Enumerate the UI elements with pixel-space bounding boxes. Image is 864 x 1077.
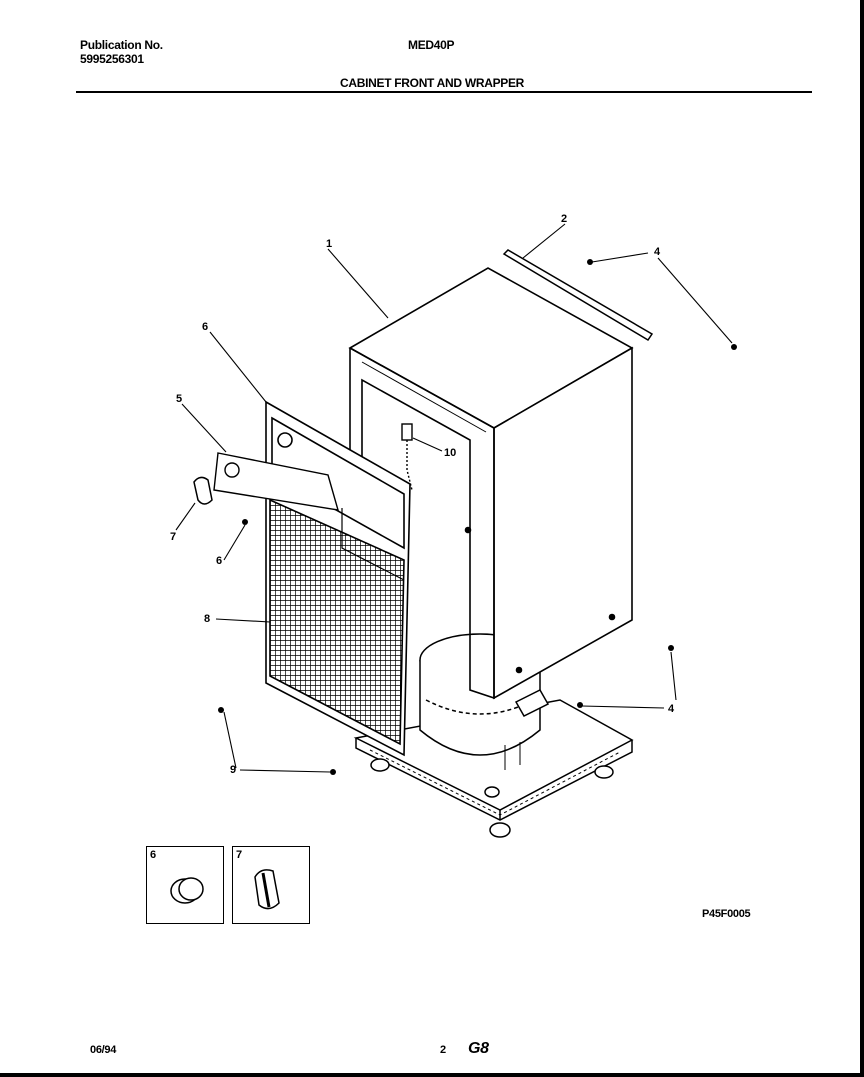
callout-7: 7 bbox=[170, 531, 176, 543]
screws bbox=[218, 259, 737, 775]
footer-date: 06/94 bbox=[90, 1044, 117, 1056]
publication-number: 5995256301 bbox=[80, 52, 144, 66]
caster-wheels bbox=[370, 758, 614, 838]
footer-code: G8 bbox=[468, 1040, 489, 1057]
callout-4-bottom: 4 bbox=[668, 703, 675, 715]
callout-4-top: 4 bbox=[654, 246, 661, 258]
control-panel-overlay bbox=[213, 452, 339, 511]
callout-2: 2 bbox=[561, 213, 567, 225]
callout-5: 5 bbox=[176, 393, 182, 405]
inset-box-round-knob: 6 bbox=[146, 846, 224, 924]
figure-code: P45F0005 bbox=[702, 908, 751, 920]
publication-label: Publication No. bbox=[80, 38, 163, 52]
inset-box-lever-knob: 7 bbox=[232, 846, 310, 924]
section-title: CABINET FRONT AND WRAPPER bbox=[340, 76, 525, 90]
footer-page: 2 bbox=[440, 1044, 446, 1056]
leader-lines bbox=[175, 223, 733, 773]
callout-1: 1 bbox=[326, 238, 332, 250]
callout-6-knob: 6 bbox=[216, 555, 222, 567]
thermostat-sensor bbox=[401, 423, 413, 491]
callout-10: 10 bbox=[444, 447, 456, 459]
callout-labels: 1 2 4 4 5 6 6 7 8 8 9 10 bbox=[170, 213, 675, 776]
front-panel bbox=[265, 400, 411, 757]
header-rule bbox=[76, 91, 812, 93]
inset-number: 7 bbox=[236, 849, 243, 861]
inset-number: 6 bbox=[150, 849, 157, 861]
page-border-right bbox=[860, 0, 864, 1077]
cabinet-wrapper bbox=[348, 267, 634, 700]
callout-9: 9 bbox=[230, 764, 236, 776]
lever-knob-icon bbox=[254, 869, 280, 910]
round-knob-icon bbox=[170, 877, 204, 904]
callout-8: 8 bbox=[204, 613, 210, 625]
model-number: MED40P bbox=[408, 38, 455, 52]
control-knob bbox=[193, 476, 213, 505]
page-border-bottom bbox=[0, 1073, 864, 1077]
top-trim-strip bbox=[502, 249, 654, 342]
callout-6-panel: 6 bbox=[202, 321, 208, 333]
